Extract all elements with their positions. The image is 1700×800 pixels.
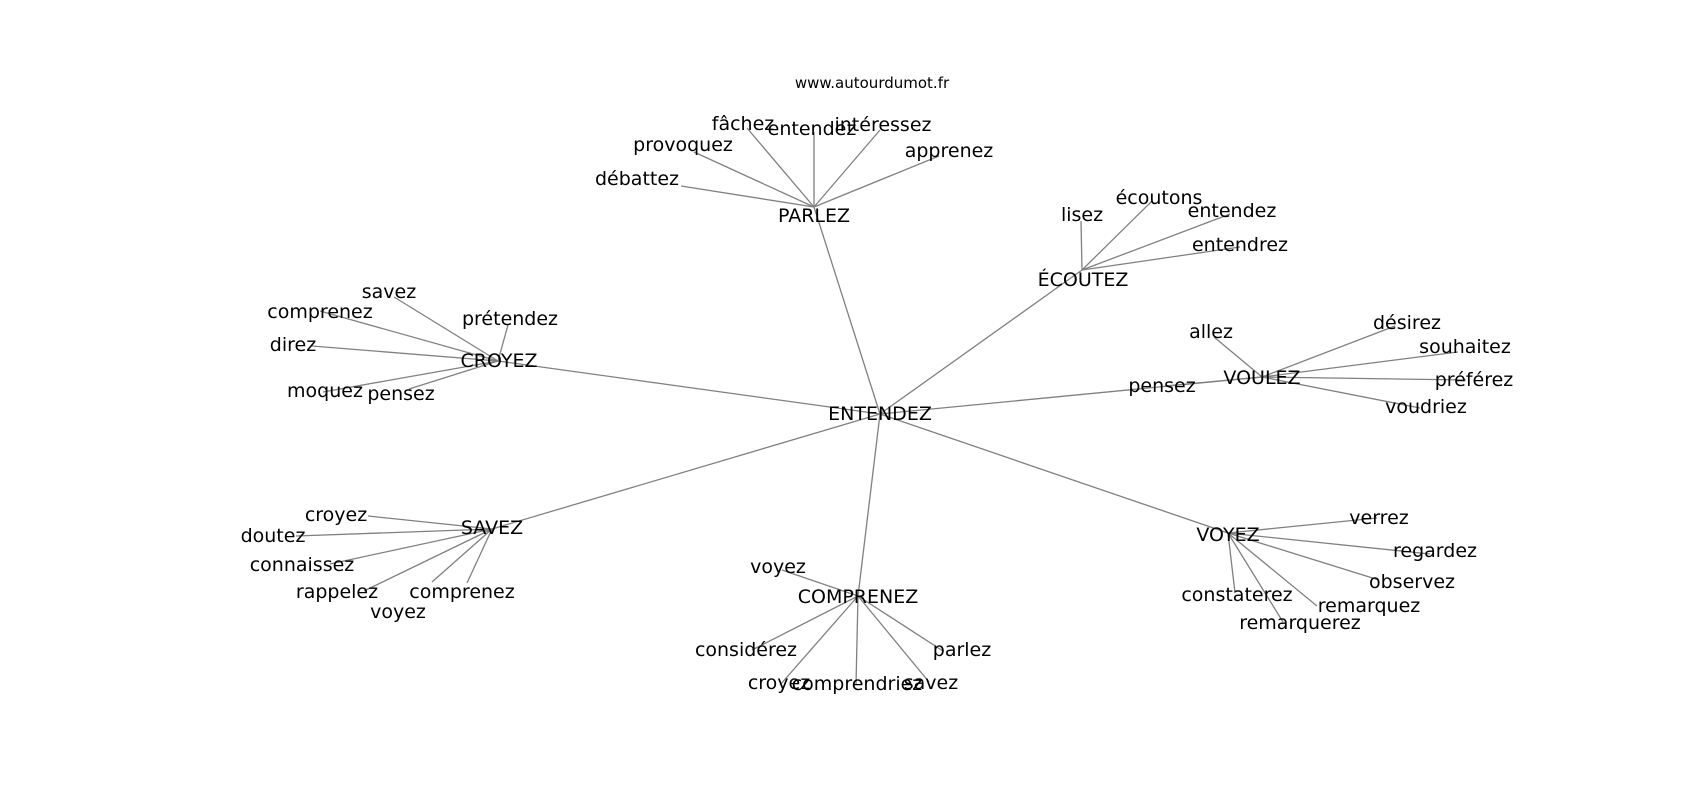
- edge-comprenez-2: [779, 595, 859, 686]
- edge-comprenez-5: [857, 595, 944, 652]
- edge-comprenez-1: [751, 595, 859, 651]
- edge-croyez-4: [322, 360, 499, 393]
- word-node-savez-4: voyez: [370, 601, 426, 623]
- word-node-croyez-3: direz: [270, 334, 316, 356]
- word-node-voulez-5: pensez: [1128, 375, 1195, 397]
- word-node-comprenez-0: voyez: [750, 556, 806, 578]
- word-node-ecoutez-3: entendrez: [1192, 234, 1288, 256]
- word-node-voyez-1: regardez: [1393, 540, 1477, 562]
- edge-voulez-3: [1261, 376, 1467, 381]
- edge-voyez-5: [1227, 532, 1236, 594]
- edge-voyez-1: [1227, 532, 1431, 555]
- word-node-parlez-5: apprenez: [905, 140, 994, 162]
- word-node-parlez-0: débattez: [595, 168, 679, 190]
- edge-comprenez-3: [855, 595, 859, 686]
- edge-parlez-0: [680, 185, 815, 208]
- edge-croyez-0: [393, 296, 499, 362]
- word-node-voulez-3: préférez: [1435, 369, 1514, 391]
- edge-parlez-1: [693, 151, 815, 208]
- edges-layer: [295, 127, 1467, 686]
- word-node-ecoutez-2: entendez: [1188, 200, 1277, 222]
- word-node-croyez-4: moquez: [287, 380, 363, 402]
- word-node-ecoutez-1: écoutons: [1116, 187, 1203, 209]
- edge-voulez-5: [1164, 376, 1263, 387]
- edge-croyez-3: [311, 345, 499, 362]
- hub-node-voulez: VOULEZ: [1223, 367, 1300, 389]
- edge-center-comprenez: [857, 413, 881, 597]
- edge-croyez-5: [408, 360, 499, 390]
- edge-center-savez: [491, 413, 881, 530]
- hub-node-savez: SAVEZ: [461, 517, 523, 539]
- edge-voyez-0: [1227, 517, 1378, 534]
- word-node-croyez-0: savez: [362, 281, 416, 303]
- edge-center-parlez: [813, 206, 881, 415]
- word-node-savez-2: connaissez: [250, 554, 355, 576]
- edge-savez-2: [329, 528, 493, 565]
- edge-parlez-5: [813, 155, 940, 208]
- word-node-comprenez-5: parlez: [933, 639, 991, 661]
- word-node-voyez-3: remarquez: [1318, 595, 1421, 617]
- word-node-voulez-1: désirez: [1373, 312, 1441, 334]
- edge-croyez-1: [319, 310, 499, 362]
- edge-ecoutez-2: [1081, 213, 1231, 271]
- hub-node-voyez: VOYEZ: [1196, 524, 1259, 546]
- word-node-parlez-2: fâchez: [712, 113, 775, 135]
- edge-center-ecoutez: [879, 269, 1083, 415]
- word-node-ecoutez-0: lisez: [1061, 204, 1103, 226]
- edge-savez-0: [367, 515, 493, 530]
- center-node-entendez: ENTENDEZ: [828, 403, 932, 425]
- word-node-voulez-4: voudriez: [1385, 396, 1467, 418]
- word-node-croyez-5: pensez: [367, 383, 434, 405]
- edge-voyez-3: [1227, 532, 1318, 607]
- edge-ecoutez-1: [1081, 200, 1153, 271]
- hub-node-comprenez: COMPRENEZ: [798, 586, 919, 608]
- edge-voyez-2: [1227, 532, 1380, 581]
- labels-layer: www.autourdumot.fr ENTENDEZ débattez prov…: [241, 74, 1514, 695]
- word-node-savez-0: croyez: [305, 504, 367, 526]
- word-node-savez-5: comprenez: [409, 581, 514, 603]
- edge-voulez-4: [1261, 376, 1421, 409]
- word-node-comprenez-2: croyez: [748, 672, 810, 694]
- edge-comprenez-4: [857, 595, 930, 683]
- word-node-voulez-2: souhaitez: [1419, 336, 1511, 358]
- edge-center-croyez: [497, 360, 881, 415]
- hub-node-parlez: PARLEZ: [778, 205, 850, 227]
- edge-ecoutez-0: [1080, 220, 1083, 271]
- word-node-voyez-5: constaterez: [1181, 584, 1292, 606]
- edge-parlez-4: [813, 129, 881, 208]
- hub-node-croyez: CROYEZ: [460, 350, 537, 372]
- word-node-voulez-0: allez: [1189, 321, 1233, 343]
- word-node-voyez-4: remarquerez: [1239, 612, 1361, 634]
- edge-comprenez-0: [781, 569, 859, 597]
- site-label: www.autourdumot.fr: [795, 74, 950, 92]
- edge-savez-3: [363, 528, 493, 592]
- word-node-comprenez-4: savez: [904, 672, 958, 694]
- word-node-parlez-1: provoquez: [633, 134, 733, 156]
- edge-savez-1: [295, 528, 493, 537]
- word-node-voyez-0: verrez: [1349, 507, 1408, 529]
- edge-voulez-0: [1213, 336, 1263, 378]
- edge-voulez-2: [1261, 351, 1459, 378]
- edge-voulez-1: [1261, 325, 1396, 378]
- word-node-savez-3: rappelez: [296, 581, 378, 603]
- edge-savez-5: [466, 528, 493, 584]
- word-node-croyez-1: comprenez: [267, 301, 372, 323]
- hub-node-ecoutez: ÉCOUTEZ: [1038, 268, 1129, 291]
- word-node-croyez-2: prétendez: [462, 308, 558, 330]
- edge-voyez-4: [1227, 532, 1284, 623]
- edge-croyez-2: [497, 324, 509, 362]
- edge-savez-4: [431, 528, 493, 583]
- edge-parlez-2: [746, 127, 815, 208]
- edge-center-voyez: [879, 413, 1229, 534]
- word-node-voyez-2: observez: [1369, 571, 1455, 593]
- word-node-savez-1: doutez: [241, 525, 306, 547]
- edge-ecoutez-3: [1081, 246, 1241, 271]
- word-node-comprenez-1: considérez: [695, 639, 797, 661]
- word-node-parlez-4: intéressez: [834, 114, 931, 136]
- word-node-comprenez-3: comprendriez: [792, 673, 923, 695]
- word-node-parlez-3: entendez: [768, 118, 857, 140]
